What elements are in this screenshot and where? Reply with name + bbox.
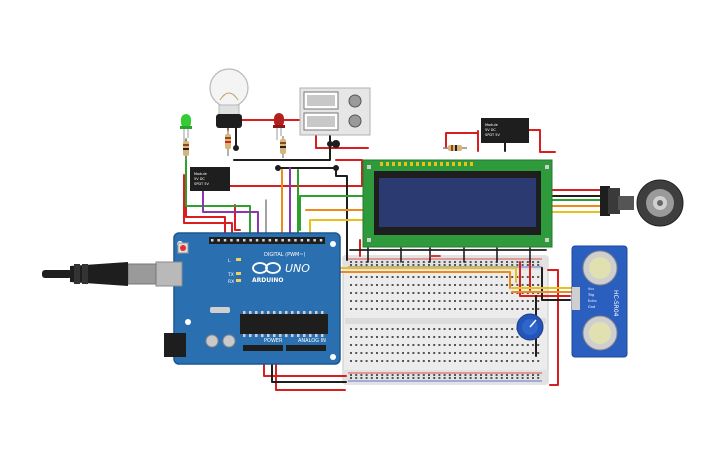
light-bulb xyxy=(209,68,249,128)
resistor-green-led xyxy=(183,138,189,160)
rx-led-label: RX xyxy=(228,279,234,285)
power-supply xyxy=(299,87,371,136)
ultrasonic-pin-label-echo: Echo xyxy=(588,299,597,303)
ultrasonic-sensor: HC-SR04 Vcc Trig Echo Gnd xyxy=(571,245,628,358)
ultrasonic-pin-label-trig: Trig xyxy=(587,293,594,297)
resistor-red-led xyxy=(280,136,286,158)
ultrasonic-pin-label-vcc: Vcc xyxy=(588,287,594,291)
breadboard xyxy=(342,255,549,385)
relay-left-label-1: Module xyxy=(194,172,207,176)
red-led xyxy=(273,113,285,140)
resistor-bulb xyxy=(225,128,231,156)
ultrasonic-pin-label-gnd: Gnd xyxy=(588,305,595,309)
arduino-brand-label: ARDUINO xyxy=(252,277,283,284)
tx-led-label: TX xyxy=(227,272,234,278)
microcontroller-chip xyxy=(240,314,328,334)
relay-left-label-3: SPDT 5V xyxy=(194,182,210,186)
relay-right-label-1: Module xyxy=(485,123,498,127)
l-led-label: L xyxy=(228,258,231,264)
analog-header-label: ANALOG IN xyxy=(298,338,326,344)
motor-connector xyxy=(600,186,620,216)
relay-right: Module 5V DC SPDT 5V xyxy=(481,118,529,143)
dc-motor xyxy=(618,179,684,227)
resistor-lcd xyxy=(443,145,467,151)
green-led xyxy=(180,114,192,142)
arduino-uno-board: ARDUINO UNO DIGITAL (PWM~) POWER ANALOG … xyxy=(155,232,341,365)
potentiometer[interactable] xyxy=(516,313,544,341)
arduino-model-label: UNO xyxy=(285,262,310,275)
power-header-label: POWER xyxy=(264,338,283,344)
relay-right-label-2: 5V DC xyxy=(485,128,496,132)
usb-cable xyxy=(42,262,157,286)
wire-junctions xyxy=(233,140,340,171)
digital-header-label: DIGITAL (PWM~) xyxy=(264,252,306,258)
power-jack xyxy=(164,333,186,357)
relay-left: Module 5V DC SPDT 5V xyxy=(190,167,230,191)
relay-right-label-3: SPDT 5V xyxy=(485,133,501,137)
relay-left-label-2: 5V DC xyxy=(194,177,205,181)
chip-legs xyxy=(243,311,324,337)
lcd-display xyxy=(362,159,553,248)
breadboard-holes xyxy=(350,261,540,379)
power-supply-knob-top[interactable] xyxy=(348,94,362,108)
ultrasonic-model-label: HC-SR04 xyxy=(612,290,619,317)
lcd-screen xyxy=(379,178,536,227)
lcd-header-pins xyxy=(380,162,473,166)
digital-header-pins xyxy=(211,239,323,242)
power-supply-knob-bottom[interactable] xyxy=(348,114,362,128)
usb-port xyxy=(155,261,183,287)
